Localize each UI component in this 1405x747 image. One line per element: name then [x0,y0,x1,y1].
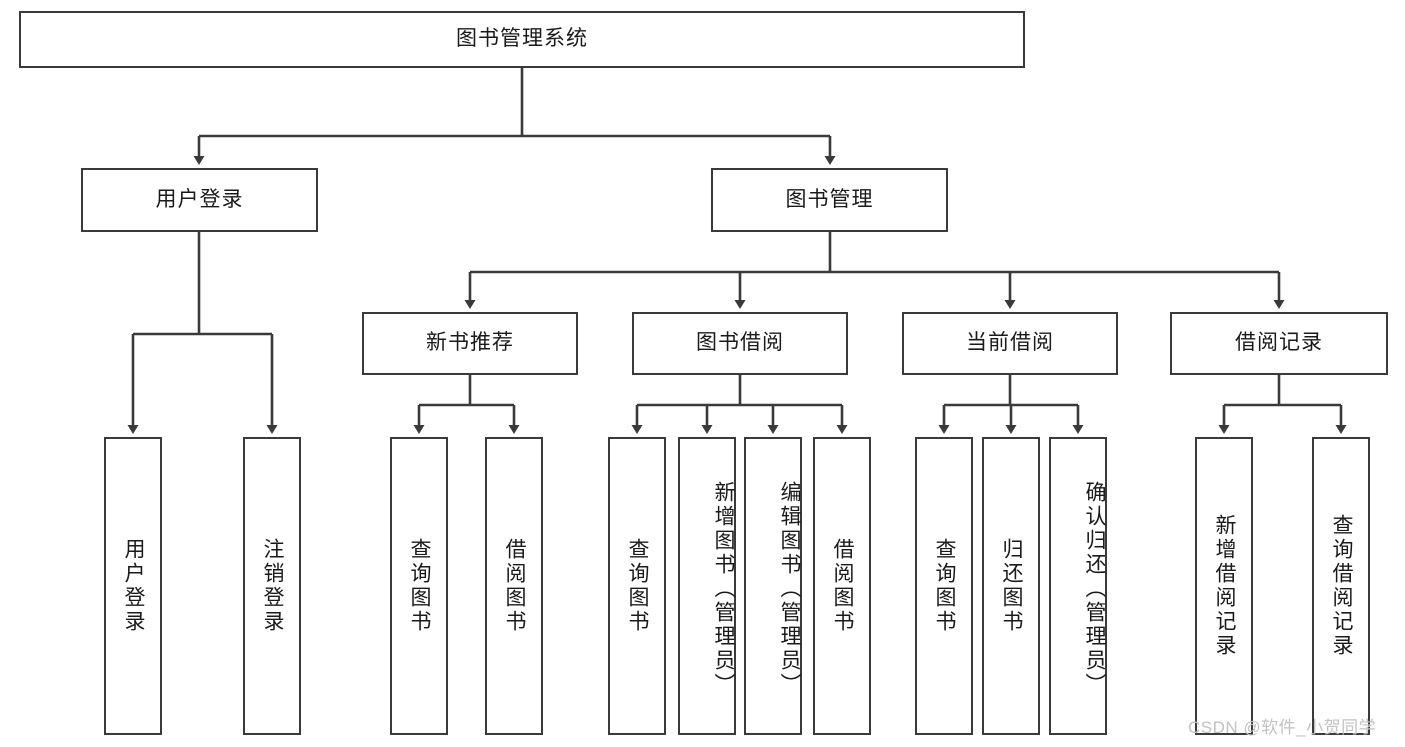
node-leaf-borrow-books-borrow-label: 借阅图书 [831,538,855,634]
node-leaf-query-books-borrow[interactable]: 查询图书 [608,437,666,735]
watermark: CSDN @软件_小贺同学 [1188,718,1377,737]
node-leaf-query-books-rec-label: 查询图书 [408,538,432,634]
node-book-manage-label: 图书管理 [785,187,874,211]
node-leaf-confirm-return-admin-label: 确认归还（管理员） [1083,481,1106,697]
node-current-borrow-label: 当前借阅 [966,331,1054,355]
node-leaf-add-borrow-record-label: 新增借阅记录 [1213,514,1237,658]
node-borrow-record-label: 借阅记录 [1235,331,1323,355]
node-leaf-query-books-rec[interactable]: 查询图书 [390,437,448,735]
node-leaf-query-books-current-label: 查询图书 [933,538,957,634]
node-leaf-confirm-return-admin[interactable]: 确认归还（管理员） [1049,437,1107,735]
node-leaf-edit-book-admin-label: 编辑图书（管理员） [778,481,801,697]
node-borrow-record[interactable]: 借阅记录 [1170,312,1388,375]
node-leaf-borrow-books-rec[interactable]: 借阅图书 [485,437,543,735]
node-leaf-add-borrow-record[interactable]: 新增借阅记录 [1195,437,1253,735]
node-leaf-return-books-label: 归还图书 [1000,538,1024,634]
node-leaf-add-book-admin[interactable]: 新增图书（管理员） [678,437,736,735]
node-current-borrow[interactable]: 当前借阅 [902,312,1118,375]
node-leaf-user-login-label: 用户登录 [122,538,146,634]
node-leaf-user-login[interactable]: 用户登录 [104,437,162,735]
node-user-login[interactable]: 用户登录 [81,168,318,232]
node-new-book-recommend[interactable]: 新书推荐 [362,312,578,375]
node-book-borrow[interactable]: 图书借阅 [632,312,848,375]
node-leaf-edit-book-admin[interactable]: 编辑图书（管理员） [744,437,802,735]
node-root[interactable]: 图书管理系统 [19,11,1025,68]
node-leaf-query-books-borrow-label: 查询图书 [626,538,650,634]
node-user-login-label: 用户登录 [155,187,244,211]
node-book-borrow-label: 图书借阅 [696,331,784,355]
node-leaf-query-borrow-record[interactable]: 查询借阅记录 [1312,437,1370,735]
node-new-book-recommend-label: 新书推荐 [426,331,514,355]
node-root-label: 图书管理系统 [456,27,588,51]
node-leaf-return-books[interactable]: 归还图书 [982,437,1040,735]
node-book-manage[interactable]: 图书管理 [711,168,948,232]
node-leaf-user-logout-label: 注销登录 [261,538,285,634]
node-leaf-query-borrow-record-label: 查询借阅记录 [1330,514,1354,658]
node-leaf-query-books-current[interactable]: 查询图书 [915,437,973,735]
node-leaf-add-book-admin-label: 新增图书（管理员） [712,481,735,697]
node-leaf-borrow-books-borrow[interactable]: 借阅图书 [813,437,871,735]
node-leaf-borrow-books-rec-label: 借阅图书 [503,538,527,634]
node-leaf-user-logout[interactable]: 注销登录 [243,437,301,735]
